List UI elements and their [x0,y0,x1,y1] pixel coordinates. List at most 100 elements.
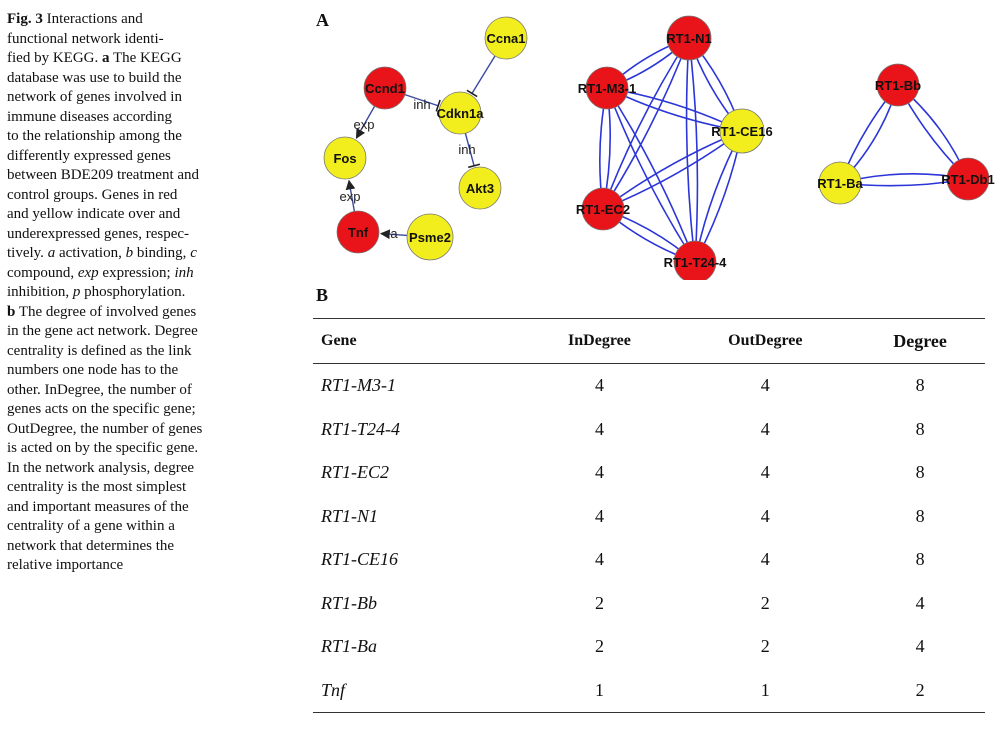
gene-node-label: Akt3 [466,181,494,196]
cell-indegree: 4 [594,462,604,483]
caption-text: tively. [7,245,48,261]
cell-indegree: 1 [594,679,604,700]
gene-node [484,16,528,60]
network-edge [602,130,743,210]
cell-gene: RT1-M3-1 [321,375,396,396]
caption-text: inhibition, [7,284,73,300]
caption-text: control groups. Genes in red [7,186,178,203]
cell-gene: RT1-EC2 [321,462,390,483]
caption-text: The degree of involved genes [15,303,197,320]
gene-node [666,15,712,61]
gene-node-label: RT1-Bb [875,78,921,93]
caption-text: OutDegree, the number of genes [7,420,203,437]
cell-degree: 8 [915,375,925,396]
cell-degree: 8 [915,549,925,570]
gene-node [719,108,765,154]
caption-line: is acted on by the specific gene. [7,439,239,459]
caption-text: binding, [133,245,191,261]
caption-line: and yellow indicate over and [7,205,239,225]
gene-node [438,91,482,135]
caption-line: centrality is the most simplest [7,478,239,498]
caption-line: functional network identi- [7,30,239,50]
caption-text: centrality of a gene within a [7,518,175,534]
table-row: RT1-M3-1 4 4 8 [313,364,985,408]
caption-text: and important measures of the [7,498,189,515]
network-edge [471,55,496,94]
network-edge [404,93,439,107]
caption-line: numbers one node has to the [7,361,239,381]
gene-node-label: Fos [333,151,356,166]
cell-outdegree: 4 [760,375,770,396]
network-edge [606,87,696,263]
gene-node [406,213,454,261]
caption-line: differently expressed genes [7,147,239,167]
caption-line: centrality of a gene within a [7,517,239,537]
edge-label: inh [413,97,430,112]
caption-text: numbers one node has to the [7,362,179,378]
network-edge [602,37,690,210]
gene-node-label: Ccna1 [486,31,525,46]
gene-node [581,187,625,231]
network-edge [379,229,408,240]
cell-indegree: 4 [594,549,604,570]
gene-node [323,136,367,180]
network-edge [688,37,699,263]
caption-text: underexpressed genes, respec- [7,225,189,242]
caption-line: fied by KEGG. a The KEGG [7,49,239,69]
network-edge [464,133,475,166]
gene-node-label: RT1-M3-1 [578,81,637,96]
cell-indegree: 4 [594,375,604,396]
network-edge [345,179,356,212]
caption-line: centrality is defined as the link [7,342,239,362]
gene-node-label: RT1-Ba [817,176,863,191]
caption-text: to the relationship among the [7,128,182,144]
cell-outdegree: 4 [760,462,770,483]
gene-node-label: RT1-T24-4 [664,255,728,270]
table-row: RT1-Ba 2 2 4 [313,625,985,669]
header-degree: Degree [893,330,947,351]
cell-outdegree: 4 [760,505,770,526]
caption-text: differently expressed genes [7,147,171,164]
caption-line: between BDE209 treatment and [7,166,239,186]
cell-degree: 4 [915,636,925,657]
cell-indegree: 4 [594,418,604,439]
caption-line: underexpressed genes, respec- [7,225,239,245]
caption-line: relative importance [7,556,239,576]
cell-gene: RT1-T24-4 [321,418,401,439]
panel-a-label: A [316,10,329,30]
header-gene: Gene [321,332,357,349]
caption-line: compound, exp expression; inh [7,264,239,284]
caption-text: is acted on by the specific gene. [7,440,199,456]
gene-node [458,166,502,210]
caption-text: p [72,284,81,300]
caption-line: In the network analysis, degree [7,459,239,479]
caption-text: genes acts on the specific gene; [7,401,196,417]
caption-line: tively. a activation, b binding, c [7,244,239,264]
edge-label: inh [458,142,475,157]
cell-gene: RT1-Ba [321,636,377,657]
caption-line: other. InDegree, the number of [7,381,239,401]
cell-degree: 8 [915,418,925,439]
caption-text: b [7,303,16,320]
inhibition-bar [466,89,478,98]
caption-text: phosphorylation. [80,284,186,300]
gene-node [946,157,990,201]
caption-text: Interactions and [42,11,143,27]
inhibition-bar [435,99,441,112]
caption-text: functional network identi- [7,30,164,47]
caption-line: b The degree of involved genes [7,303,239,323]
caption-text: network that determines the [7,537,175,554]
gene-node-label: Psme2 [409,230,451,245]
caption-line: in the gene act network. Degree [7,322,239,342]
caption-text: The KEGG [109,50,182,66]
cell-indegree: 2 [594,636,604,657]
gene-node [363,66,407,110]
cell-outdegree: 2 [760,636,770,657]
edge-label: exp [340,189,361,204]
gene-node [818,161,862,205]
gene-node-label: Ccnd1 [365,81,405,96]
caption-text: relative importance [7,557,124,573]
